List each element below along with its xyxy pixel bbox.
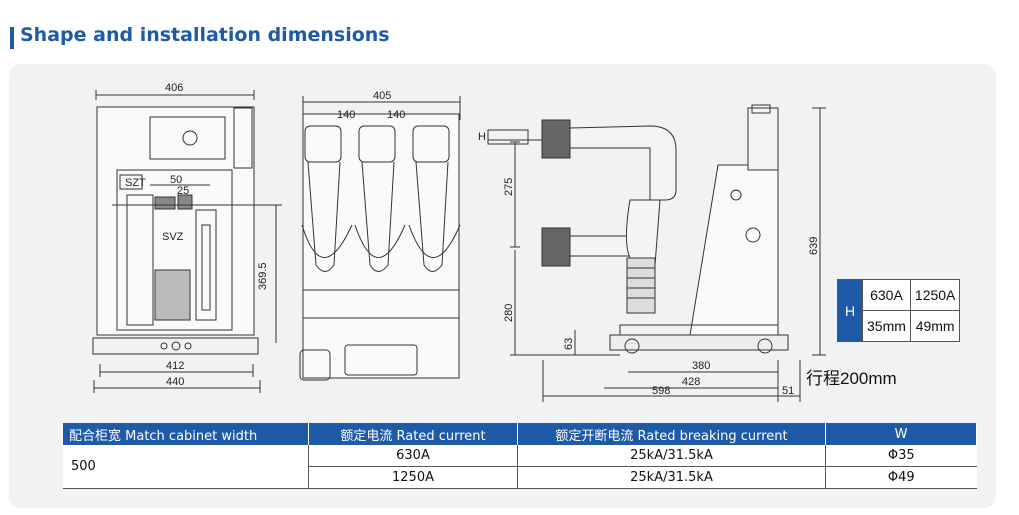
- dim-side-depth-c: 598: [652, 385, 670, 397]
- h-table-cell: 49mm: [909, 310, 961, 342]
- spec-header-cabinet: 配合柜宽 Match cabinet width: [63, 423, 309, 445]
- front-logo-text: SZT: [125, 177, 146, 189]
- dim-top-pitch-a: 140: [337, 109, 355, 121]
- dim-side-lower: 280: [503, 304, 515, 322]
- h-dimension-table: H 630A 1250A 35mm 49mm: [837, 279, 961, 342]
- spec-cabinet-width: 500: [63, 445, 309, 489]
- dim-front-top-width: 406: [165, 82, 183, 94]
- spec-header-w: W: [825, 423, 977, 445]
- spec-header-breaking: 额定开断电流 Rated breaking current: [517, 423, 826, 445]
- h-table-cell: 630A: [862, 279, 911, 311]
- dim-side-offset: 51: [782, 385, 794, 397]
- h-table-cell: 1250A: [909, 279, 961, 311]
- spec-current: 630A: [308, 445, 518, 467]
- dim-side-depth-a: 380: [692, 360, 710, 372]
- dim-front-sub-b: 25: [177, 185, 189, 197]
- front-model-text: SVZ: [162, 231, 184, 243]
- dim-side-depth-b: 428: [682, 376, 700, 388]
- dim-side-base: 63: [563, 338, 575, 350]
- spec-header-row: 配合柜宽 Match cabinet width 额定电流 Rated curr…: [63, 423, 977, 445]
- stroke-label: 行程200mm: [806, 369, 897, 388]
- dim-front-sub-a: 50: [170, 174, 182, 186]
- dim-side-overall: 639: [808, 237, 820, 255]
- top-view: [299, 96, 461, 381]
- dim-side-h-marker: H: [478, 131, 486, 143]
- spec-current: 1250A: [308, 466, 518, 489]
- dim-front-base-b: 440: [166, 376, 184, 388]
- front-view: [92, 90, 282, 393]
- spec-table: 配合柜宽 Match cabinet width 额定电流 Rated curr…: [63, 423, 977, 489]
- table-row: 500 630A 25kA/31.5kA Φ35: [63, 445, 977, 489]
- dim-side-upper: 275: [503, 178, 515, 196]
- dim-top-overall: 405: [373, 90, 391, 102]
- spec-w: Φ49: [825, 466, 977, 489]
- h-table-label: H: [837, 279, 863, 342]
- dim-front-height: 369.5: [257, 262, 269, 290]
- h-table-cell: 35mm: [862, 310, 911, 342]
- page-title: Shape and installation dimensions: [20, 24, 390, 46]
- side-view: [487, 104, 826, 402]
- title-accent-bar: [10, 27, 14, 49]
- dim-front-base-a: 412: [166, 360, 184, 372]
- spec-w: Φ35: [825, 445, 977, 467]
- spec-header-current: 额定电流 Rated current: [308, 423, 518, 445]
- spec-breaking: 25kA/31.5kA: [517, 466, 826, 489]
- table-row: 1250A 25kA/31.5kA Φ49: [63, 466, 977, 489]
- dim-top-pitch-b: 140: [387, 109, 405, 121]
- spec-breaking: 25kA/31.5kA: [517, 445, 826, 467]
